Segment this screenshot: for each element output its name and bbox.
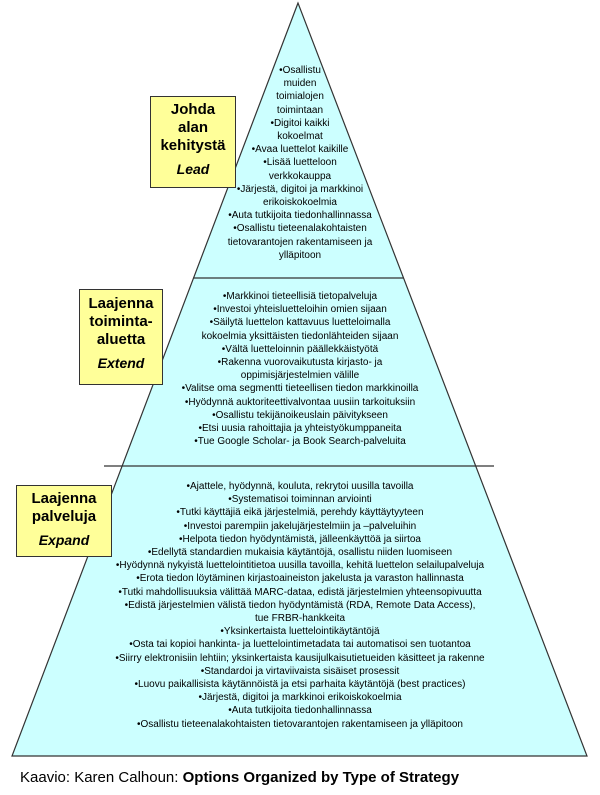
tier-bullet-line: •Standardoi ja virtaviivaista sisäiset p… <box>200 665 400 677</box>
tier-bullet-line: •Tue Google Scholar- ja Book Search-palv… <box>194 436 406 448</box>
tier-bullet-line: kokoelmia yksittäisten tiedonlähteiden s… <box>201 330 399 342</box>
tier-bullet-line: erikoiskokoelmia <box>263 197 337 209</box>
tier-bullet-line: •Etsi uusia rahoittajia ja yhteistyökump… <box>198 423 402 435</box>
lead-label-line: alan <box>177 119 208 136</box>
lead-label-box: Johda alan kehitystä Lead <box>150 96 236 188</box>
lead-label-english: Lead <box>176 161 210 177</box>
tier-bullet-line: •Osallistu tieteenalakohtaisten <box>233 223 367 235</box>
tier-bullet-line: •Erota tiedon löytäminen kirjastoaineist… <box>136 573 464 585</box>
tier-bullet-line: •Investoi yhteisluetteloihin omien sijaa… <box>213 304 387 316</box>
tier-bullet-line: tue FRBR-hankkeita <box>254 613 346 625</box>
tier-bullet-line: •Auta tutkijoita tiedonhallinnassa <box>228 705 372 717</box>
tier-bullet-line: •Digitoi kaikki <box>270 117 330 129</box>
tier-bullet-line: •Investoi parempiin jakelujärjestelmiin … <box>183 520 417 532</box>
caption-prefix: Kaavio: Karen Calhoun: <box>20 769 183 786</box>
tier-bullet-line: •Säilytä luettelon kattavuus luetteloima… <box>209 317 391 329</box>
tier-bullet-line: •Ajattele, hyödynnä, kouluta, rekrytoi u… <box>186 481 414 492</box>
lead-label-line: kehitystä <box>160 137 226 154</box>
tier-bullet-line: oppimisjärjestelmien välille <box>240 370 360 382</box>
tier-bullet-line: •Osta tai kopioi hankinta- ja luetteloin… <box>129 639 471 651</box>
extend-label-line: Laajenna <box>88 295 154 312</box>
tier-bullet-line: •Järjestä, digitoi ja markkinoi erikoisk… <box>198 692 402 704</box>
tier-bullet-line: muiden <box>283 78 317 90</box>
tier-bullet-line: toimintaan <box>276 104 324 116</box>
tier-bullet-line: •Systematisoi toiminnan arviointi <box>228 494 372 506</box>
tier-bullet-line: toimialojen <box>276 91 324 103</box>
tier-bullet-line: •Edellytä standardien mukaisia käytäntöj… <box>147 547 453 559</box>
tier-bullet-line: •Vältä luetteloinnin päällekkäistyötä <box>221 343 379 355</box>
caption-title: Options Organized by Type of Strategy <box>182 769 460 786</box>
expand-label-line: Laajenna <box>31 490 97 507</box>
tier-bullet-line: ylläpitoon <box>278 249 322 261</box>
tier-bullet-line: •Helpota tiedon hyödyntämistä, jälleenkä… <box>179 533 421 545</box>
expand-label-box: Laajenna palveluja Expand <box>16 485 112 557</box>
extend-label-line: aluetta <box>96 331 146 348</box>
tier-bullet-line: •Osallistu tekijänoikeuslain päivityksee… <box>212 409 388 421</box>
expand-label-line: palveluja <box>31 508 97 525</box>
tier-bullet-line: •Edistä järjestelmien välistä tiedon hyö… <box>124 599 476 611</box>
tier-bullet-line: •Hyödynnä nykyistä luettelointitietoa uu… <box>115 560 485 572</box>
tier-bullet-line: •Rakenna vuorovaikutusta kirjasto- ja <box>217 357 383 369</box>
tier-bullet-line: •Auta tutkijoita tiedonhallinnassa <box>228 210 372 222</box>
tier-bullet-line: •Järjestä, digitoi ja markkinoi <box>236 183 364 195</box>
tier-bullet-line: •Valitse oma segmentti tieteellisen tied… <box>181 383 419 395</box>
tier-bullet-line: •Luovu paikallisista käytännöistä ja ets… <box>134 679 466 691</box>
tier-bullet-line: •Avaa luettelot kaikille <box>251 144 349 156</box>
tier-bullet-line: •Hyödynnä auktoriteettivalvontaa uusiin … <box>184 396 416 408</box>
tier-bullet-line: •Markkinoi tieteellisiä tietopalveluja <box>222 291 378 302</box>
tier-extend-text: •Markkinoi tieteellisiä tietopalveluja •I… <box>130 290 470 448</box>
expand-label-english: Expand <box>38 532 90 548</box>
tier-bullet-line: •Yksinkertaista luettelointikäytäntöjä <box>220 626 380 638</box>
tier-bullet-line: •Tutki käyttäjiä eikä järjestelmiä, pere… <box>176 507 424 519</box>
tier-bullet-line: •Lisää luetteloon <box>263 157 337 169</box>
tier-bullet-line: •Tutki mahdollisuuksia välittää MARC-dat… <box>118 586 482 598</box>
tier-expand-text: •Ajattele, hyödynnä, kouluta, rekrytoi u… <box>50 480 550 731</box>
extend-label-box: Laajenna toiminta- aluetta Extend <box>79 289 163 385</box>
figure-caption: Kaavio: Karen Calhoun: Options Organized… <box>20 769 459 786</box>
extend-label-english: Extend <box>97 355 145 371</box>
tier-bullet-line: •Siirry elektronisiin lehtiin; yksinkert… <box>115 652 485 664</box>
tier-bullet-line: •Osallistu tieteenalakohtaisten tietovar… <box>137 718 463 730</box>
lead-label-line: Johda <box>170 101 216 118</box>
tier-bullet-line: tietovarantojen rakentamiseen ja <box>227 236 373 248</box>
tier-bullet-line: verkkokauppa <box>268 170 332 182</box>
tier-bullet-line: •Osallistu <box>279 65 321 76</box>
extend-label-line: toiminta- <box>89 313 153 330</box>
tier-bullet-line: kokoelmat <box>277 131 323 143</box>
